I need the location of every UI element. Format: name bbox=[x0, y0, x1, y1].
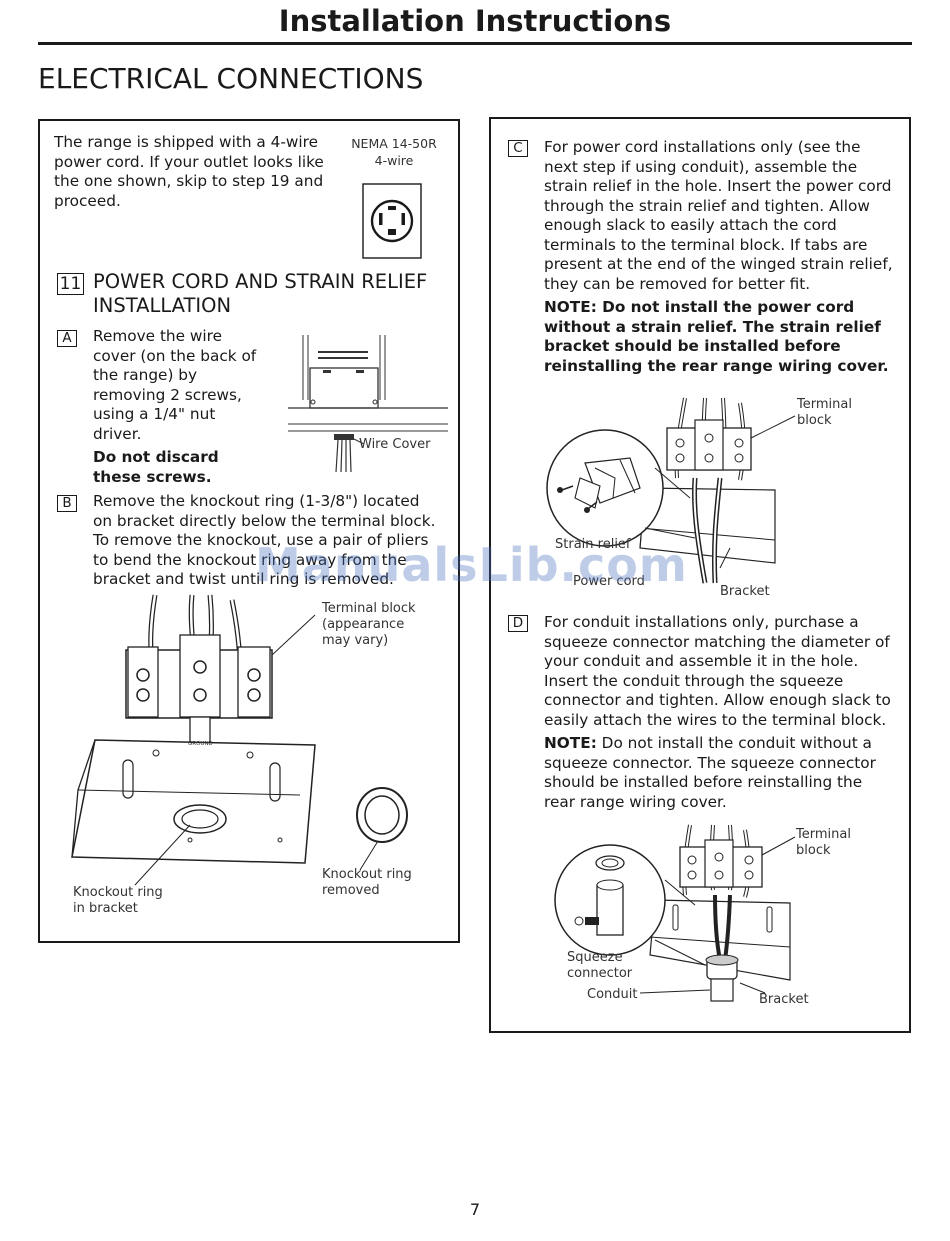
left-panel bbox=[38, 119, 460, 943]
knockout-diagram bbox=[71, 594, 408, 886]
section-title: ELECTRICAL CONNECTIONS bbox=[38, 62, 424, 95]
step-b-letter: B bbox=[57, 495, 77, 512]
header-rule bbox=[38, 42, 912, 45]
watermark: ManualsLib.com bbox=[255, 538, 688, 592]
page-header-title: Installation Instructions bbox=[278, 4, 672, 38]
strain-relief-diagram bbox=[546, 397, 796, 584]
step-c-text: For power cord installations only (see t… bbox=[544, 138, 893, 293]
step-a-note: Do not discard these screws. bbox=[93, 448, 219, 486]
squeeze-connector-diagram bbox=[554, 824, 796, 1002]
step-d-note-text: Do not install the conduit without a squ… bbox=[544, 734, 876, 811]
c-strain-relief-label: Strain relief bbox=[555, 537, 631, 552]
c-power-cord-label: Power cord bbox=[573, 574, 645, 589]
wire-cover-label: Wire Cover bbox=[359, 437, 431, 452]
wire-cover-diagram bbox=[288, 335, 448, 473]
d-terminal-block-label: Terminal block bbox=[796, 827, 851, 858]
step-c-letter: C bbox=[508, 140, 528, 157]
step-c-note: NOTE: Do not install the power cord with… bbox=[544, 298, 889, 375]
c-terminal-block-label: Terminal block bbox=[797, 397, 852, 428]
step-d-note: NOTE: Do not install the conduit without… bbox=[544, 734, 896, 812]
knockout-ring-bracket-label: Knockout ring in bracket bbox=[73, 885, 163, 916]
d-bracket-label: Bracket bbox=[759, 992, 809, 1007]
step-b-text: Remove the knockout ring (1-3/8") locate… bbox=[93, 492, 436, 588]
outlet-icon bbox=[362, 183, 422, 259]
outlet-caption-1: NEMA 14-50R bbox=[351, 136, 437, 151]
d-conduit-label: Conduit bbox=[587, 987, 638, 1002]
intro-text: The range is shipped with a 4-wire power… bbox=[54, 133, 324, 210]
knockout-ring-removed-label: Knockout ring removed bbox=[322, 867, 412, 898]
step-number: 11 bbox=[57, 273, 84, 295]
c-bracket-label: Bracket bbox=[720, 584, 770, 599]
step-d-note-label: NOTE: bbox=[544, 734, 597, 752]
step-d-letter: D bbox=[508, 615, 528, 632]
step-title: POWER CORD AND STRAIN RELIEF INSTALLATIO… bbox=[93, 270, 428, 317]
step-a-text: Remove the wire cover (on the back of th… bbox=[93, 327, 257, 443]
step-a-letter: A bbox=[57, 330, 77, 347]
terminal-block-label: Terminal block (appearance may vary) bbox=[322, 601, 416, 648]
page-number: 7 bbox=[469, 1200, 481, 1219]
d-squeeze-connector-label: Squeeze connector bbox=[567, 950, 633, 981]
outlet-caption-2: 4-wire bbox=[374, 153, 414, 168]
ground-tag: GROUND bbox=[188, 741, 213, 747]
step-d-text: For conduit installations only, purchase… bbox=[544, 613, 891, 729]
right-panel bbox=[489, 117, 911, 1033]
